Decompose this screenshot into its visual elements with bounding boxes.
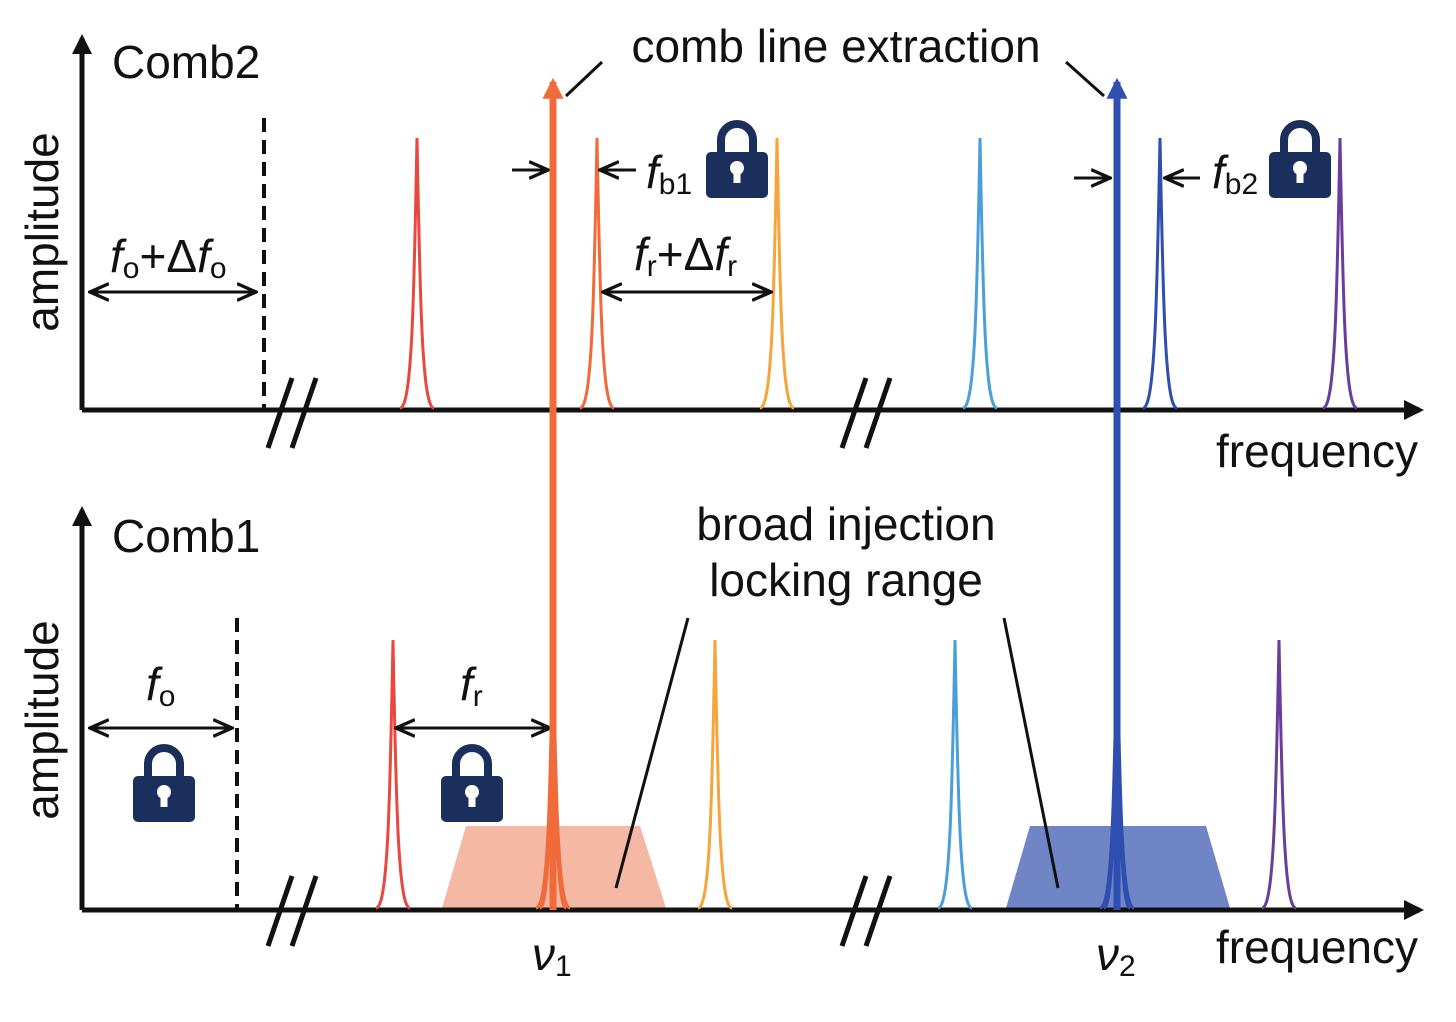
bottom-rep-label: fr <box>460 658 483 713</box>
top-tooth-blue <box>1142 137 1178 410</box>
bottom-panel: Comb1 amplitude frequency fo fr <box>16 498 1424 983</box>
top-tooth-purple <box>1322 137 1358 410</box>
bottom-comb-label: Comb1 <box>112 510 260 562</box>
top-axis-break-1 <box>265 377 319 449</box>
bottom-tooth-orange <box>697 639 733 910</box>
bottom-axis-break-2 <box>839 875 893 947</box>
top-axis-break-2 <box>839 377 893 449</box>
offset-lock-icon <box>133 748 195 822</box>
top-offset-label: fo+Δfo <box>110 230 227 285</box>
locking-label-line1: broad injection <box>696 498 995 550</box>
top-comb-label: Comb2 <box>112 36 260 88</box>
top-tooth-light-blue <box>962 137 998 410</box>
bottom-x-axis-label: frequency <box>1216 921 1418 973</box>
top-tooth-red <box>399 137 435 410</box>
extraction-leader-right <box>1064 60 1106 98</box>
beat1-label: fb1 <box>646 146 692 201</box>
bottom-offset-label: fo <box>146 658 175 713</box>
extraction-label: comb line extraction <box>631 20 1040 72</box>
beat2-lock-icon <box>1269 124 1331 198</box>
bottom-axis-break-1 <box>265 875 319 947</box>
top-x-axis-label: frequency <box>1216 425 1418 477</box>
bottom-tooth-purple <box>1261 639 1297 910</box>
bottom-tooth-red <box>375 639 411 910</box>
top-panel: Comb2 amplitude frequency fo+Δfo fr+Δfr … <box>16 20 1424 477</box>
locking-leader-left <box>614 617 690 889</box>
beat1-lock-icon <box>706 124 768 198</box>
extraction-leader-left <box>564 60 604 98</box>
top-y-axis-label: amplitude <box>16 132 68 331</box>
rep-lock-icon <box>441 748 503 822</box>
bottom-tooth-light-blue <box>937 639 973 910</box>
top-rep-label: fr+Δfr <box>634 228 737 283</box>
nu1-label: ν1 <box>532 928 572 983</box>
beat2-label: fb2 <box>1212 146 1258 201</box>
top-tooth-orange <box>759 137 795 410</box>
locking-leader-right <box>1002 617 1060 889</box>
top-tooth-orange-red <box>579 137 615 410</box>
nu2-label: ν2 <box>1096 928 1136 983</box>
bottom-y-axis-label: amplitude <box>16 620 68 819</box>
locking-label-line2: locking range <box>709 554 983 606</box>
